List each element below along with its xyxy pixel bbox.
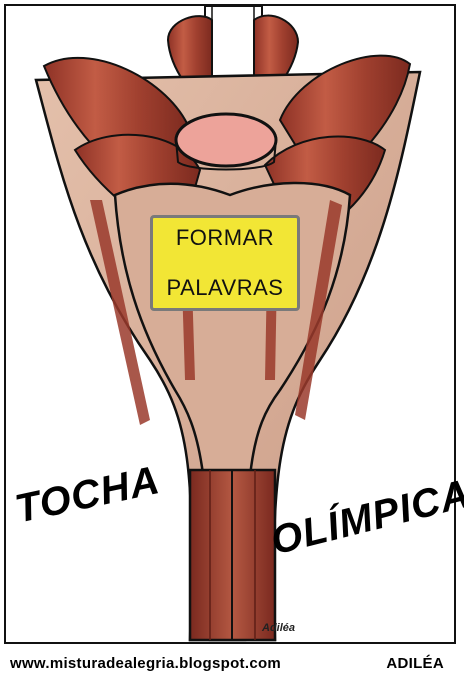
torch-stem bbox=[188, 468, 277, 642]
torch-illustration bbox=[34, 5, 422, 642]
word-label-card: FORMAR PALAVRAS bbox=[150, 215, 300, 311]
footer-url: www.misturadealegria.blogspot.com bbox=[10, 654, 282, 672]
center-disc bbox=[174, 112, 278, 171]
footer-author: ADILÉA bbox=[386, 654, 444, 672]
label-line-2: PALAVRAS bbox=[166, 275, 284, 300]
artist-signature: Adiléa bbox=[262, 622, 296, 634]
footer-bar: www.misturadealegria.blogspot.com ADILÉA bbox=[0, 646, 464, 680]
label-line-1: FORMAR bbox=[175, 225, 275, 250]
